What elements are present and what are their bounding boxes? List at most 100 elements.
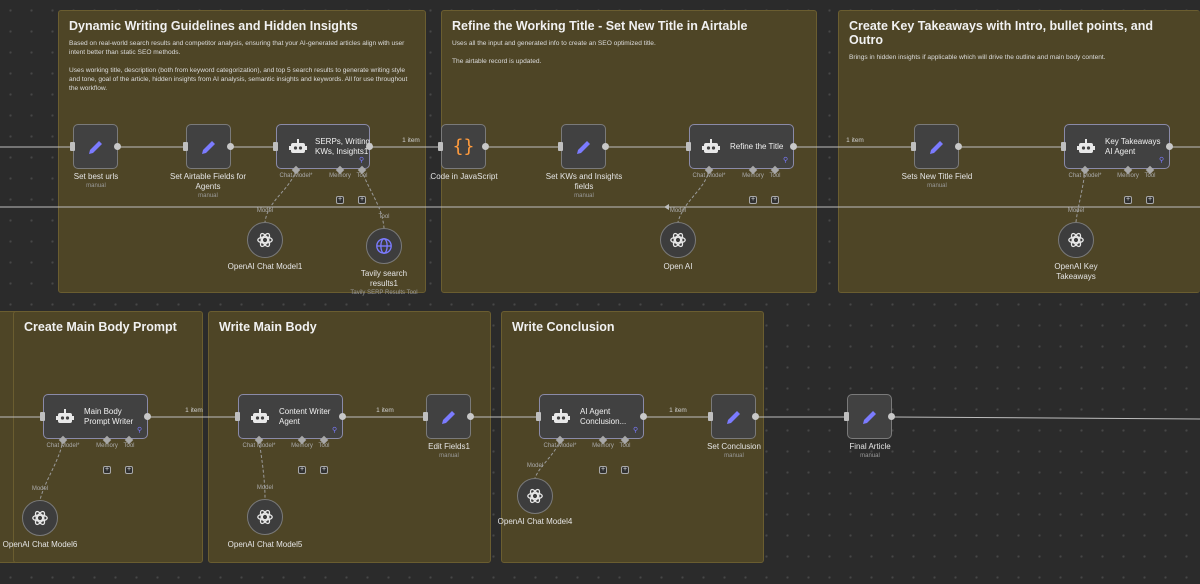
add-memory-button[interactable]: + [298, 466, 306, 474]
node-label: Sets New Title Field [901, 172, 973, 181]
node-ai-conclusion[interactable]: AI Agent Conclusion... ⚲ [536, 394, 647, 439]
add-tool-button[interactable]: + [771, 196, 779, 204]
pin-icon: ⚲ [137, 427, 143, 434]
port-chat-model: Chat Model* [1068, 173, 1102, 179]
node-label: Set best urls [73, 172, 119, 181]
node-final-article[interactable] [844, 394, 895, 439]
node-set-conclusion[interactable] [708, 394, 759, 439]
node-sublabel: manual [927, 183, 947, 189]
node-sets-new-title[interactable] [911, 124, 962, 169]
edge-item-count: 1 item [669, 407, 687, 414]
add-tool-button[interactable]: + [320, 466, 328, 474]
robot-icon [702, 138, 722, 155]
node-label: OpenAI Chat Model4 [497, 517, 573, 526]
node-openai6[interactable] [22, 500, 58, 536]
curly-braces-icon: {} [452, 136, 475, 157]
add-memory-button[interactable]: + [1124, 196, 1132, 204]
sticky-title: Write Main Body [219, 320, 317, 334]
port-chat-model: Chat Model* [279, 173, 313, 179]
node-label: OpenAI Chat Model6 [2, 540, 78, 549]
node-title: Main Body Prompt Writer [84, 406, 134, 426]
pencil-icon [862, 410, 876, 424]
node-refine-title[interactable]: Refine the Title ⚲ [686, 124, 797, 169]
openai-icon [257, 509, 273, 525]
node-openai5[interactable] [247, 499, 283, 535]
port-model: Model [256, 485, 274, 491]
port-memory: Memory [96, 443, 118, 449]
edge-item-count: 1 item [846, 137, 864, 144]
add-tool-button[interactable]: + [1146, 196, 1154, 204]
add-tool-button[interactable]: + [125, 466, 133, 474]
port-tool-label: Tool [378, 214, 390, 220]
add-memory-button[interactable]: + [599, 466, 607, 474]
node-set-airtable-fields[interactable] [183, 124, 234, 169]
node-label: Code in JavaScript [430, 172, 498, 181]
node-title: Content Writer Agent [279, 406, 331, 426]
node-open-ai[interactable] [660, 222, 696, 258]
node-code-js[interactable]: {} [438, 124, 489, 169]
node-set-kws[interactable] [558, 124, 609, 169]
port-model: Model [256, 208, 274, 214]
node-edit-fields1[interactable] [423, 394, 474, 439]
node-title: Key Takeaways AI Agent [1105, 136, 1161, 156]
add-memory-button[interactable]: + [336, 196, 344, 204]
node-title: Refine the Title [730, 141, 784, 151]
node-label: Set KWs and Insights fields [545, 172, 623, 191]
pencil-icon [201, 140, 215, 154]
edge-item-count: 1 item [185, 407, 203, 414]
sticky-title: Create Key Takeaways with Intro, bullet … [849, 19, 1154, 47]
pin-icon: ⚲ [783, 157, 789, 164]
port-tool: Tool [356, 173, 368, 179]
port-model: Model [1067, 208, 1085, 214]
node-label: Set Airtable Fields for Agents [169, 172, 247, 191]
node-label: Final Article [849, 442, 891, 451]
node-label: OpenAI Key Takeaways [1054, 262, 1098, 281]
node-label: Tavily search results1 [360, 269, 408, 288]
port-memory: Memory [592, 443, 614, 449]
pencil-icon [576, 140, 590, 154]
node-title: SERPs, Writing, KWs, Insights1 [315, 136, 373, 156]
globe-icon [376, 238, 392, 254]
port-memory: Memory [329, 173, 351, 179]
node-openai-key-takeaways[interactable] [1058, 222, 1094, 258]
add-tool-button[interactable]: + [358, 196, 366, 204]
port-chat-model: Chat Model* [242, 443, 276, 449]
port-chat-model: Chat Model* [692, 173, 726, 179]
node-sublabel: manual [860, 453, 880, 459]
pencil-icon [441, 410, 455, 424]
add-memory-button[interactable]: + [103, 466, 111, 474]
sticky-title: Dynamic Writing Guidelines and Hidden In… [69, 19, 358, 33]
node-openai1[interactable] [247, 222, 283, 258]
node-main-body-prompt[interactable]: Main Body Prompt Writer ⚲ [40, 394, 151, 439]
sticky-title: Write Conclusion [512, 320, 615, 334]
openai-icon [1068, 232, 1084, 248]
pencil-icon [726, 410, 740, 424]
pin-icon: ⚲ [332, 427, 338, 434]
node-sublabel: manual [86, 183, 106, 189]
node-sublabel: manual [198, 193, 218, 199]
port-model: Model [669, 208, 687, 214]
node-openai4[interactable] [517, 478, 553, 514]
node-content-writer[interactable]: Content Writer Agent ⚲ [235, 394, 346, 439]
pin-icon: ⚲ [633, 427, 639, 434]
robot-icon [251, 408, 271, 425]
node-serps-agent[interactable]: SERPs, Writing, KWs, Insights1 ⚲ [273, 124, 373, 169]
node-sublabel: manual [439, 453, 459, 459]
add-memory-button[interactable]: + [749, 196, 757, 204]
port-chat-model: Chat Model* [543, 443, 577, 449]
robot-icon [56, 408, 76, 425]
sticky-title: Refine the Working Title - Set New Title… [452, 19, 748, 33]
add-tool-button[interactable]: + [621, 466, 629, 474]
port-tool: Tool [318, 443, 330, 449]
node-set-best-urls[interactable] [70, 124, 121, 169]
port-tool: Tool [619, 443, 631, 449]
node-label: OpenAI Chat Model1 [227, 262, 303, 271]
pencil-icon [929, 140, 943, 154]
node-key-takeaways[interactable]: Key Takeaways AI Agent ⚲ [1061, 124, 1173, 169]
sticky-body: Uses all the input and generated info to… [452, 40, 656, 65]
openai-icon [670, 232, 686, 248]
port-memory: Memory [1117, 173, 1139, 179]
robot-icon [1077, 138, 1097, 155]
node-tavily[interactable] [366, 228, 402, 264]
port-model: Model [526, 463, 544, 469]
